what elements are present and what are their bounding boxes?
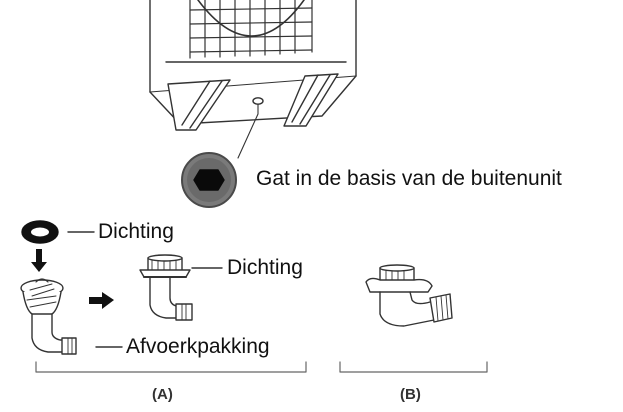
seal-label-right: Dichting — [227, 256, 303, 279]
bracket-b — [339, 361, 488, 373]
hole-label: Gat in de basis van de buitenunit — [256, 167, 562, 190]
fan-grille — [189, 0, 313, 59]
caption-b: (B) — [400, 386, 421, 403]
arrow-right-icon — [89, 292, 114, 309]
outdoor-unit-base — [149, 0, 357, 159]
seal-ring-icon — [21, 220, 59, 244]
drain-label: Afvoerkpakking — [126, 335, 270, 358]
seal-label-top: Dichting — [98, 220, 174, 243]
support-rail-left — [167, 79, 231, 131]
drain-connector-assembled — [139, 254, 193, 321]
caption-a: (A) — [152, 386, 173, 403]
support-rail-right — [283, 73, 339, 127]
drain-hole-detail — [181, 152, 237, 208]
arrow-down-icon — [31, 249, 47, 272]
drain-connector-b — [365, 264, 453, 327]
drain-connector-left — [20, 278, 77, 355]
drain-hole — [252, 97, 264, 105]
bracket-a — [35, 361, 307, 373]
